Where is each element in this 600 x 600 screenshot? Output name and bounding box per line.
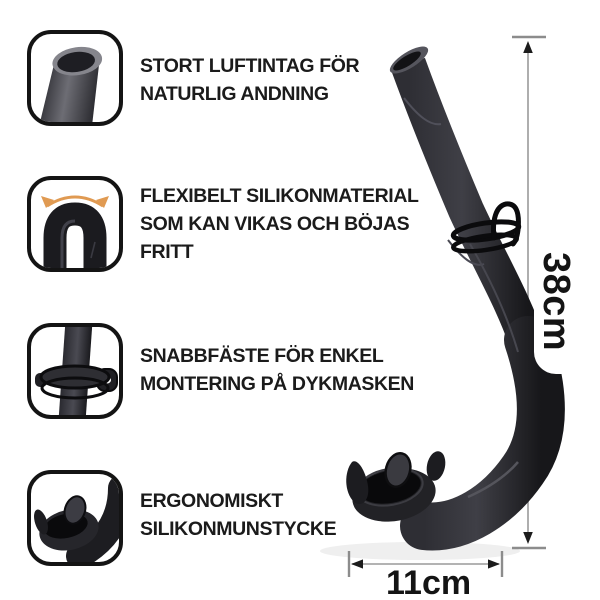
width-arrow-right [488,559,500,569]
mouthpiece-icon [27,470,123,566]
feature-quick-mount: SNABBFÄSTE FÖR ENKEL MONTERING PÅ DYKMAS… [140,342,414,398]
feature-line: FRITT [140,241,194,263]
height-dimension-label: 38cm [535,252,577,352]
feature-line: STORT LUFTINTAG FÖR [140,55,360,77]
snorkel-tube [389,46,565,551]
feature-flexible: FLEXIBELT SILIKONMATERIAL SOM KAN VIKAS … [140,182,419,266]
feature-line: SILIKONMUNSTYCKE [140,518,337,540]
feature-line: SOM KAN VIKAS OCH BÖJAS [140,213,410,235]
width-dimension-line [347,551,504,577]
width-dimension-label: 11cm [386,564,472,600]
feature-line: ERGONOMISKT [140,490,283,512]
feature-line: SNABBFÄSTE FÖR ENKEL [140,345,384,367]
feature-air-intake: STORT LUFTINTAG FÖR NATURLIG ANDNING [140,52,360,108]
feature-mouthpiece: ERGONOMISKT SILIKONMUNSTYCKE [140,487,337,543]
width-arrow-left [351,559,363,569]
height-arrow-down [523,532,533,544]
tube-opening-icon [27,30,123,126]
quick-clip-icon [27,323,123,419]
flexible-fold-icon [27,176,123,272]
feature-line: FLEXIBELT SILIKONMATERIAL [140,185,419,207]
height-label-backdrop [534,238,584,374]
snorkel-keeper-clip [450,201,522,254]
product-shadow [320,542,520,560]
feature-line: MONTERING PÅ DYKMASKEN [140,373,414,395]
snorkel-mouthpiece [346,451,446,522]
height-arrow-up [523,41,533,53]
feature-line: NATURLIG ANDNING [140,83,329,105]
